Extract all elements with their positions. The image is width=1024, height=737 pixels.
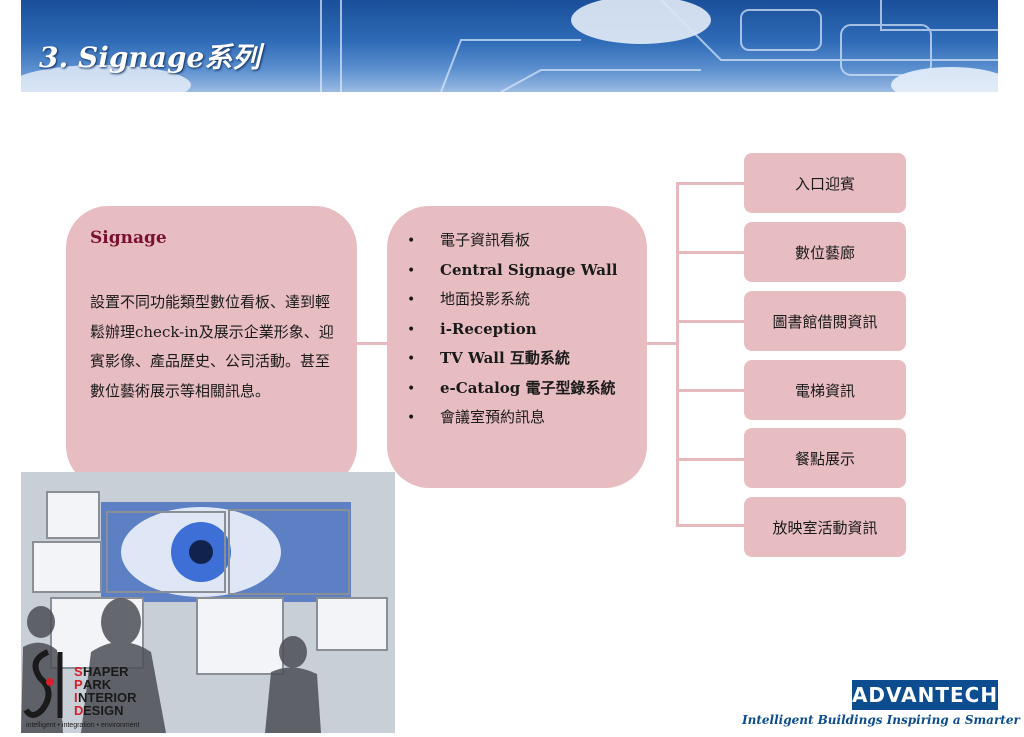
feature-item: •e-Catalog 電子型錄系統 [407, 378, 616, 397]
partner-logo-letter-1: S [74, 664, 83, 679]
page-title: 3. Signage系列 [39, 41, 261, 74]
signage-title: Signage [90, 228, 167, 248]
connector-mid-right [647, 342, 677, 345]
feature-item: •地面投影系統 [407, 290, 531, 308]
connector-branch-3 [676, 320, 744, 323]
partner-logo: S HAPER P ARK I NTERIOR D ESIGN intellig… [22, 640, 172, 733]
application-box-screening-room: 放映室活動資訊 [744, 497, 906, 557]
application-box-entrance: 入口迎賓 [744, 153, 906, 213]
application-box-gallery: 數位藝廊 [744, 222, 906, 282]
connector-branch-4 [676, 389, 744, 392]
brand-tagline: Intelligent Buildings Inspiring a Smarte… [742, 713, 1024, 727]
signage-wall-illustration [21, 472, 395, 733]
feature-item: •電子資訊看板 [407, 231, 531, 249]
partner-logo-word-1: HAPER [83, 664, 129, 679]
connector-left-mid [357, 342, 387, 345]
partner-logo-letter-2: P [74, 677, 83, 692]
connector-branch-5 [676, 458, 744, 461]
partner-logo-letter-3: I [74, 690, 78, 705]
application-box-elevator: 電梯資訊 [744, 360, 906, 420]
application-box-library: 圖書館借閱資訊 [744, 291, 906, 351]
partner-logo-letter-4: D [74, 703, 83, 718]
signage-wall-photo [21, 472, 395, 733]
feature-item: •i-Reception [407, 319, 537, 338]
connector-branch-2 [676, 251, 744, 254]
feature-item: •Central Signage Wall [407, 260, 618, 279]
connector-branch-6 [676, 524, 744, 527]
connector-vertical [676, 182, 679, 525]
features-list: •電子資訊看板 •Central Signage Wall •地面投影系統 •i… [407, 230, 617, 437]
advantech-logo: ADVANTECH [852, 680, 998, 710]
features-box: •電子資訊看板 •Central Signage Wall •地面投影系統 •i… [387, 206, 647, 488]
partner-logo-tagline: intelligent • integration • environment [26, 722, 140, 729]
partner-logo-word-3: NTERIOR [78, 690, 137, 705]
connector-branch-1 [676, 182, 744, 185]
application-box-dining: 餐點展示 [744, 428, 906, 488]
partner-logo-graphic: S HAPER P ARK I NTERIOR D ESIGN intellig… [23, 649, 140, 729]
partner-logo-word-4: ESIGN [83, 703, 123, 718]
partner-logo-word-2: ARK [83, 677, 112, 692]
signage-description-box: Signage 設置不同功能類型數位看板、達到輕鬆辦理check-in及展示企業… [66, 206, 357, 488]
feature-item: •會議室預約訊息 [407, 408, 546, 426]
signage-description: 設置不同功能類型數位看板、達到輕鬆辦理check-in及展示企業形象、迎賓影像、… [90, 293, 334, 400]
banner-background-graphic [21, 0, 998, 92]
header-banner: 3. Signage系列 [21, 0, 998, 92]
feature-item: •TV Wall 互動系統 [407, 349, 570, 367]
